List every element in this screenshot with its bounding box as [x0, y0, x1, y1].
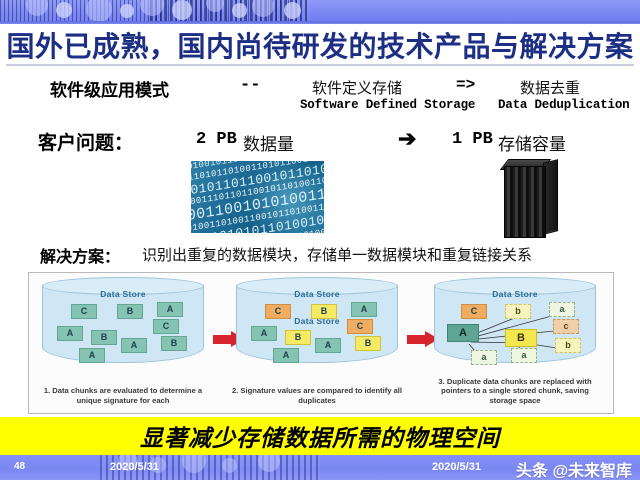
data-chunk: A: [447, 324, 479, 342]
binary-data-photo: 0011010010110100101101001011010 01001101…: [191, 161, 324, 233]
footer-date-right: 2020/5/31: [432, 461, 481, 473]
data-chunk: A: [251, 326, 277, 341]
data-volume-value: 2 PB: [196, 130, 237, 149]
subtitle-implies-arrow: =>: [456, 76, 476, 94]
header-bubble-icon: [284, 2, 301, 19]
deduplication-diagram: Data Store C B A A B C A B A 1. Data chu…: [28, 272, 614, 414]
footer-bubble-icon: [150, 457, 166, 473]
header-bubble-icon: [172, 0, 192, 20]
storage-capacity-value: 1 PB: [452, 130, 493, 149]
header-bubble-icon: [140, 0, 164, 16]
footer-bubble-icon: [118, 455, 138, 471]
highlight-banner: 显著减少存储数据所需的物理空间: [0, 417, 640, 455]
rack-front-face: [504, 166, 546, 238]
header-bubble-icon: [86, 0, 112, 22]
cylinder-top-cap: [434, 277, 596, 295]
data-volume-unit: 数据量: [243, 135, 294, 154]
pointer-chunk: b: [505, 304, 531, 319]
slide-footer: 48 2020/5/31 2020/5/31 头条 @未来智库: [0, 455, 640, 480]
diagram-panel-3: Data Store C: [429, 277, 601, 407]
data-chunk: B: [91, 330, 117, 345]
data-chunk: B: [285, 330, 311, 345]
data-chunk: A: [157, 302, 183, 317]
transition-arrow-icon: ➔: [398, 126, 417, 151]
data-store-title-secondary: Data Store: [294, 316, 340, 326]
header-bubble-icon: [232, 3, 247, 18]
watermark-label: 头条 @未来智库: [516, 463, 633, 480]
data-chunk: A: [315, 338, 341, 353]
binary-digit-rows: 0011010010110100101101001011010 01001101…: [191, 161, 324, 233]
pointer-chunk: c: [553, 319, 579, 334]
data-chunk: A: [351, 302, 377, 317]
customer-problem-label: 客户问题：: [38, 133, 134, 154]
data-store-cylinder: Data Store C B A A B C A B A: [42, 277, 204, 363]
panel-caption: 1. Data chunks are evaluated to determin…: [43, 386, 203, 405]
header-bubble-icon: [26, 0, 48, 16]
data-store-cylinder: Data Store Data Store C B A A B C A B A: [236, 277, 398, 363]
data-chunk: B: [355, 336, 381, 351]
data-chunk: C: [461, 304, 487, 319]
data-chunk: A: [121, 338, 147, 353]
subtitle-dash: --: [240, 76, 261, 95]
arrow-shaft: [213, 335, 233, 344]
header-bubble-icon: [56, 2, 72, 18]
footer-bubble-icon: [222, 458, 237, 473]
header-bottom-edge: [0, 21, 640, 24]
server-rack-photo: [498, 158, 560, 238]
arrow-shaft: [407, 335, 427, 344]
page-number: 48: [14, 461, 26, 472]
data-store-title: Data Store: [492, 289, 538, 299]
storage-capacity-unit: 存储容量: [498, 135, 566, 154]
data-chunk: B: [505, 329, 537, 347]
header-bubble-icon: [206, 0, 224, 12]
cylinder-top-cap: [42, 277, 204, 295]
header-bubble-icon: [252, 0, 274, 17]
data-store-cylinder: Data Store C: [434, 277, 596, 365]
sds-label-en: Software Defined Storage: [300, 98, 476, 112]
dedup-label-cn: 数据去重: [520, 81, 581, 97]
data-chunk: A: [57, 326, 83, 341]
footer-bubble-icon: [258, 455, 280, 472]
data-chunk: A: [273, 348, 299, 363]
application-mode-label: 软件级应用模式: [50, 81, 169, 100]
pointer-chunk: a: [549, 302, 575, 317]
solution-label: 解决方案：: [40, 249, 121, 266]
data-chunk: C: [265, 304, 291, 319]
pointer-chunk: b: [555, 338, 581, 353]
footer-date-left: 2020/5/31: [110, 461, 159, 473]
sds-label-cn: 软件定义存储: [312, 81, 403, 97]
data-chunk: C: [71, 304, 97, 319]
highlight-banner-text: 显著减少存储数据所需的物理空间: [140, 426, 500, 451]
data-store-title: Data Store: [294, 289, 340, 299]
pointer-chunk: a: [511, 348, 537, 363]
solution-text: 识别出重复的数据模块，存储单一数据模块和重复链接关系: [142, 248, 533, 264]
data-store-title: Data Store: [100, 289, 146, 299]
data-chunk: B: [161, 336, 187, 351]
diagram-panel-2: Data Store Data Store C B A A B C A B A …: [231, 277, 403, 407]
header-decor-bar: [0, 0, 640, 24]
photo-glow: [244, 161, 324, 233]
subtitle-row: 软件级应用模式 -- 软件定义存储 => 数据去重 Software Defin…: [0, 72, 640, 116]
data-chunk: C: [347, 319, 373, 334]
title-divider: [6, 64, 634, 66]
panel-caption: 3. Duplicate data chunks are replaced wi…: [438, 376, 592, 405]
diagram-panel-1: Data Store C B A A B C A B A 1. Data chu…: [37, 277, 209, 407]
footer-bubble-icon: [182, 455, 206, 473]
dedup-label-en: Data Deduplication: [498, 98, 630, 112]
pointer-chunk: a: [471, 350, 497, 365]
data-chunk: B: [311, 304, 337, 319]
header-bubble-icon: [120, 4, 134, 18]
data-chunk: B: [117, 304, 143, 319]
footer-stripe-pattern: [100, 455, 320, 480]
panel-caption: 2. Signature values are compared to iden…: [231, 386, 403, 405]
slide-title: 国外已成熟，国内尚待研发的技术产品与解决方案: [6, 32, 634, 63]
cylinder-top-cap: [236, 277, 398, 295]
data-chunk: C: [153, 319, 179, 334]
data-chunk: A: [79, 348, 105, 363]
